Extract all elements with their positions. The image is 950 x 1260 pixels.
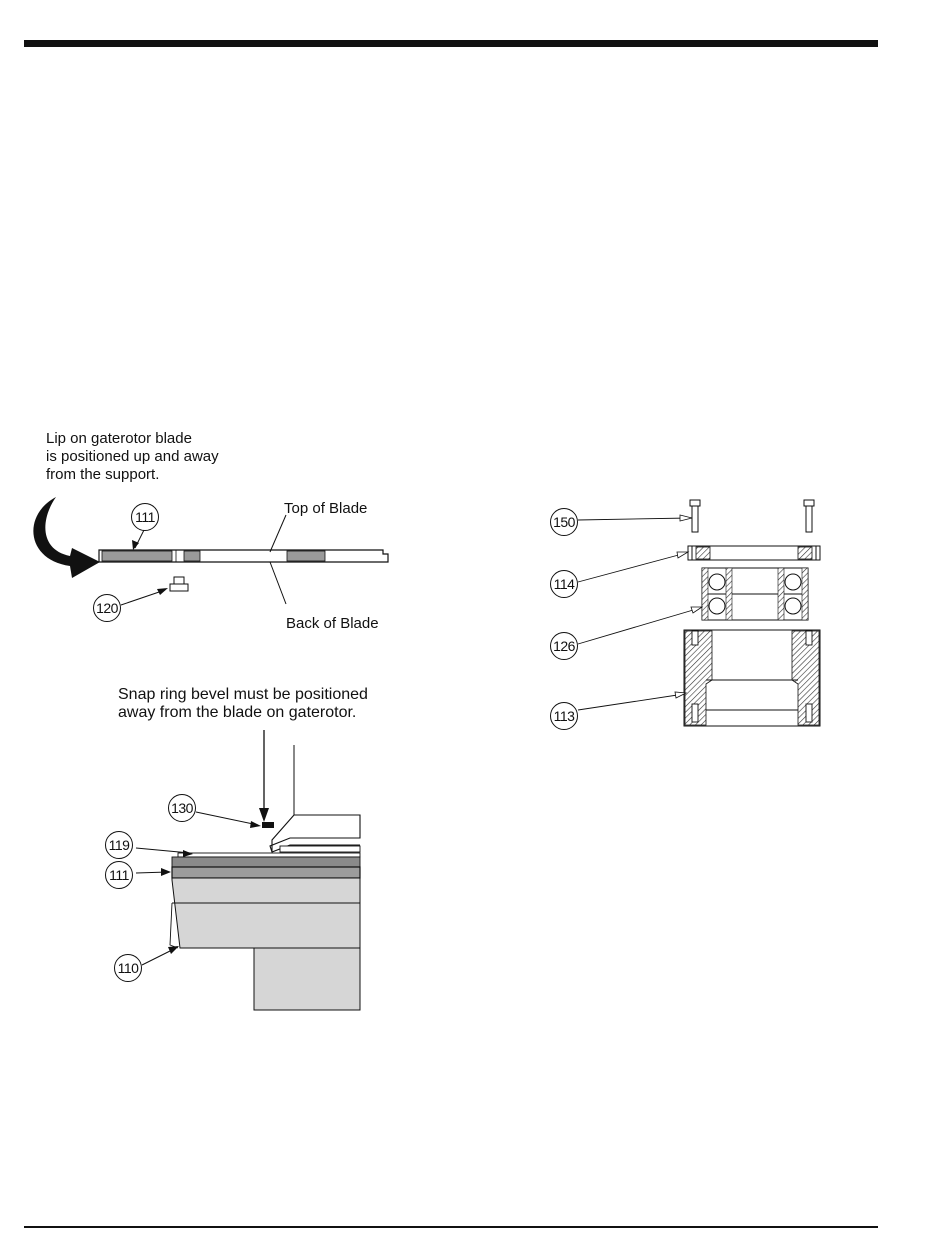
callout-150: 150 bbox=[550, 508, 578, 536]
callout-126: 126 bbox=[550, 632, 578, 660]
part-113-housing bbox=[684, 630, 820, 726]
callout-114: 114 bbox=[550, 570, 578, 598]
part-150-bolt-left bbox=[690, 500, 700, 532]
part-150-bolt-right bbox=[804, 500, 814, 532]
part-126-bearing bbox=[702, 568, 808, 620]
callout-113: 113 bbox=[550, 702, 578, 730]
